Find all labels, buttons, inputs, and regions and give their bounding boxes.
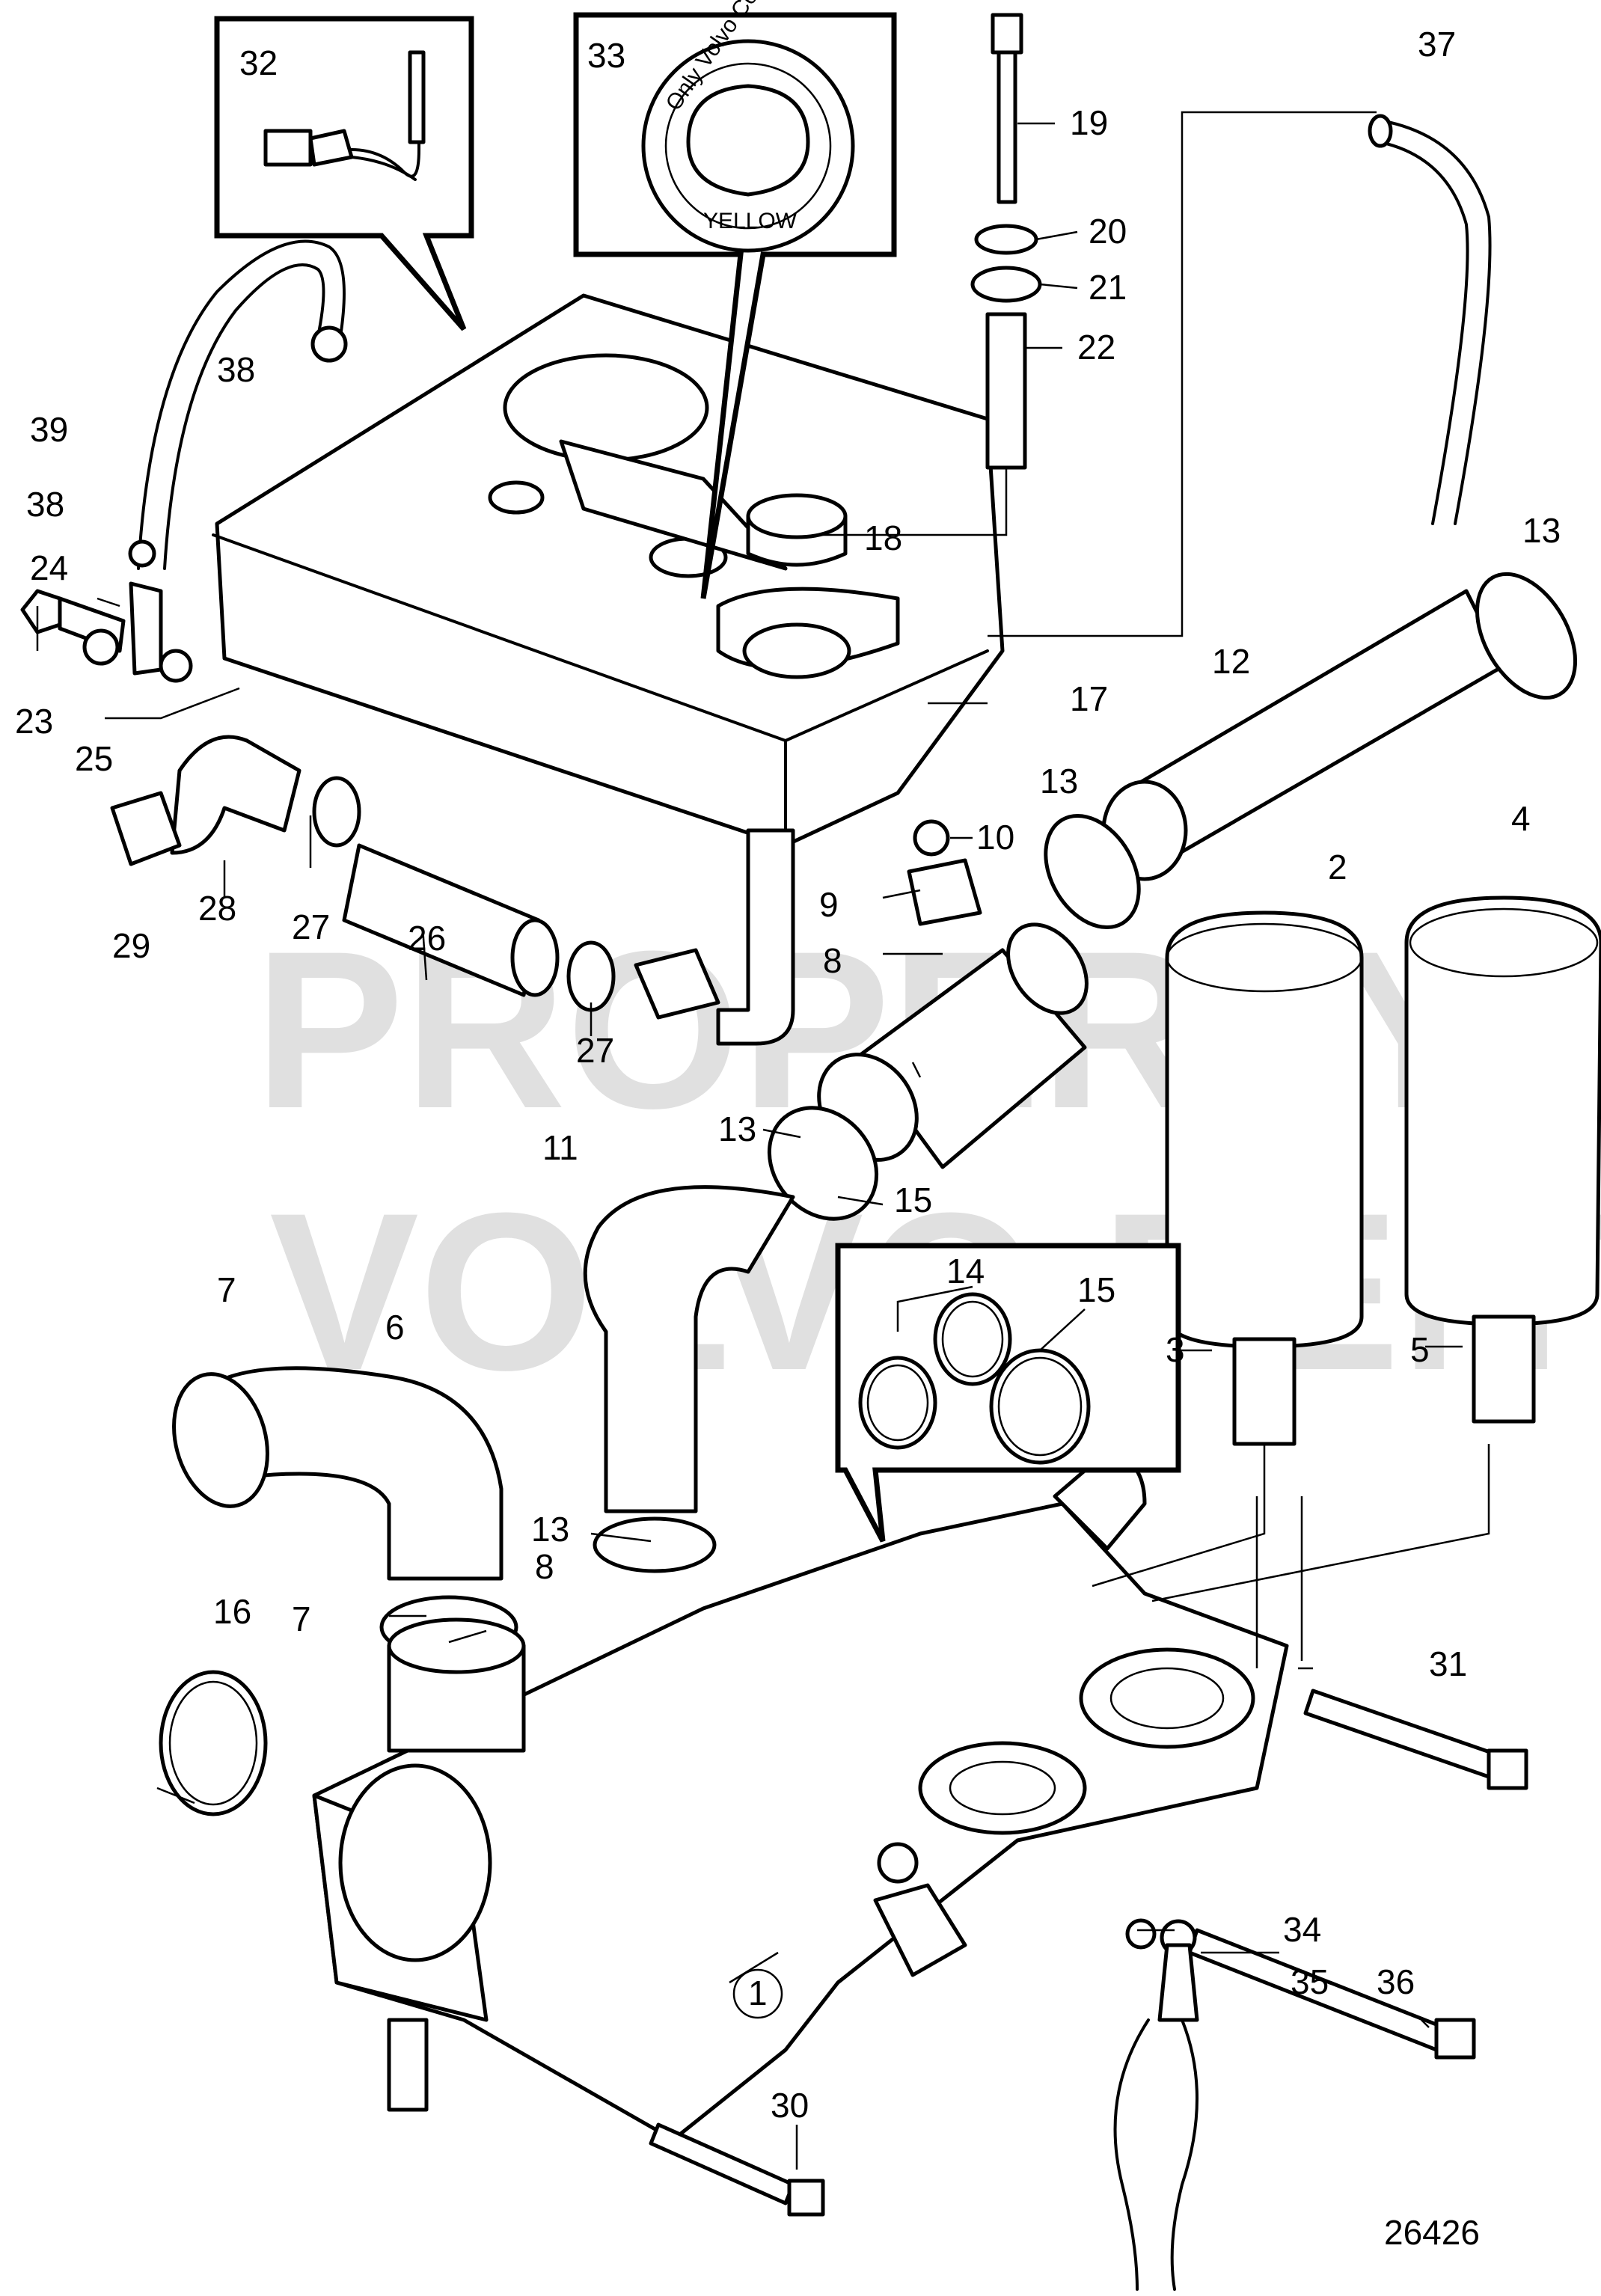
label-14: 14 [946, 1252, 985, 1291]
banjo-fitting [20, 539, 193, 683]
label-6: 6 [385, 1308, 405, 1347]
label-22: 22 [1077, 328, 1115, 367]
label-16: 16 [213, 1592, 251, 1631]
label-8-bottom: 8 [535, 1547, 554, 1586]
drawing-number: 26426 [1384, 2213, 1480, 2252]
label-12: 12 [1212, 642, 1250, 681]
label-7-top: 7 [217, 1270, 236, 1309]
inset-14-15 [835, 1243, 1181, 1543]
label-13-bottom: 13 [531, 1510, 569, 1549]
label-38-top: 38 [217, 350, 255, 389]
label-4: 4 [1511, 799, 1531, 838]
accumulator-2 [1165, 910, 1364, 1446]
label-38-left: 38 [26, 485, 64, 524]
label-15-inset: 15 [1077, 1270, 1115, 1309]
inset-33: Only Volvo Coolant VCS YELLOW [573, 0, 897, 599]
bolt-36 [1187, 1928, 1476, 2060]
hose-37 [1368, 114, 1492, 525]
label-33: 33 [587, 36, 625, 75]
label-34: 34 [1283, 1910, 1321, 1949]
pipe-12 [1044, 572, 1578, 930]
label-11: 11 [542, 1128, 578, 1167]
thermostat-housing [817, 819, 1089, 1169]
label-19: 19 [1070, 103, 1108, 142]
label-1: 1 [748, 1974, 768, 2012]
label-39: 39 [30, 410, 68, 449]
label-32: 32 [239, 43, 278, 82]
label-7-bottom: 7 [292, 1599, 311, 1638]
filler-cap [742, 493, 851, 679]
label-15-top: 15 [894, 1181, 932, 1219]
inset-32 [214, 16, 474, 331]
label-26: 26 [408, 919, 446, 958]
hose-11 [583, 1106, 879, 1573]
hose-6 [172, 1366, 518, 1659]
label-30: 30 [771, 2086, 809, 2125]
label-13-mid: 13 [1040, 762, 1078, 800]
heat-exchanger [312, 1449, 1289, 2142]
bolt-30 [649, 2122, 825, 2217]
label-27-left: 27 [292, 907, 330, 946]
label-2: 2 [1328, 848, 1347, 887]
label-8-top: 8 [823, 941, 842, 980]
label-31: 31 [1429, 1644, 1467, 1683]
o-ring-16 [159, 1670, 268, 1816]
label-25: 25 [75, 739, 113, 778]
label-18: 18 [864, 518, 902, 557]
label-23: 23 [15, 702, 53, 741]
label-9: 9 [819, 885, 839, 924]
hose-26-elbow-28 [110, 735, 720, 1020]
accumulator-4 [1404, 896, 1601, 1424]
part-labels: 1 2 3 4 5 6 7 7 8 8 9 10 11 12 13 13 13 … [15, 25, 1561, 2125]
label-29: 29 [112, 926, 150, 965]
label-3: 3 [1166, 1330, 1185, 1369]
label-37: 37 [1418, 25, 1456, 64]
bolt-stack-19-22 [853, 13, 1042, 536]
label-24: 24 [30, 548, 68, 587]
cap-text-bottom: YELLOW [703, 209, 798, 233]
label-21: 21 [1089, 268, 1127, 307]
label-36: 36 [1377, 1962, 1415, 2001]
label-10: 10 [976, 818, 1014, 857]
ground-cable [1113, 1918, 1199, 2291]
label-13-right: 13 [1522, 511, 1561, 550]
bolt-31 [1303, 1689, 1528, 1790]
hose-39 [137, 239, 348, 570]
expansion-tank [212, 293, 1005, 1046]
leader-lines [36, 111, 1490, 2170]
label-5: 5 [1410, 1330, 1430, 1369]
label-13-low: 13 [718, 1109, 756, 1148]
label-28: 28 [198, 889, 236, 928]
label-27-right: 27 [576, 1031, 614, 1070]
label-20: 20 [1089, 212, 1127, 251]
label-35: 35 [1291, 1962, 1329, 2001]
label-17: 17 [1070, 679, 1108, 718]
